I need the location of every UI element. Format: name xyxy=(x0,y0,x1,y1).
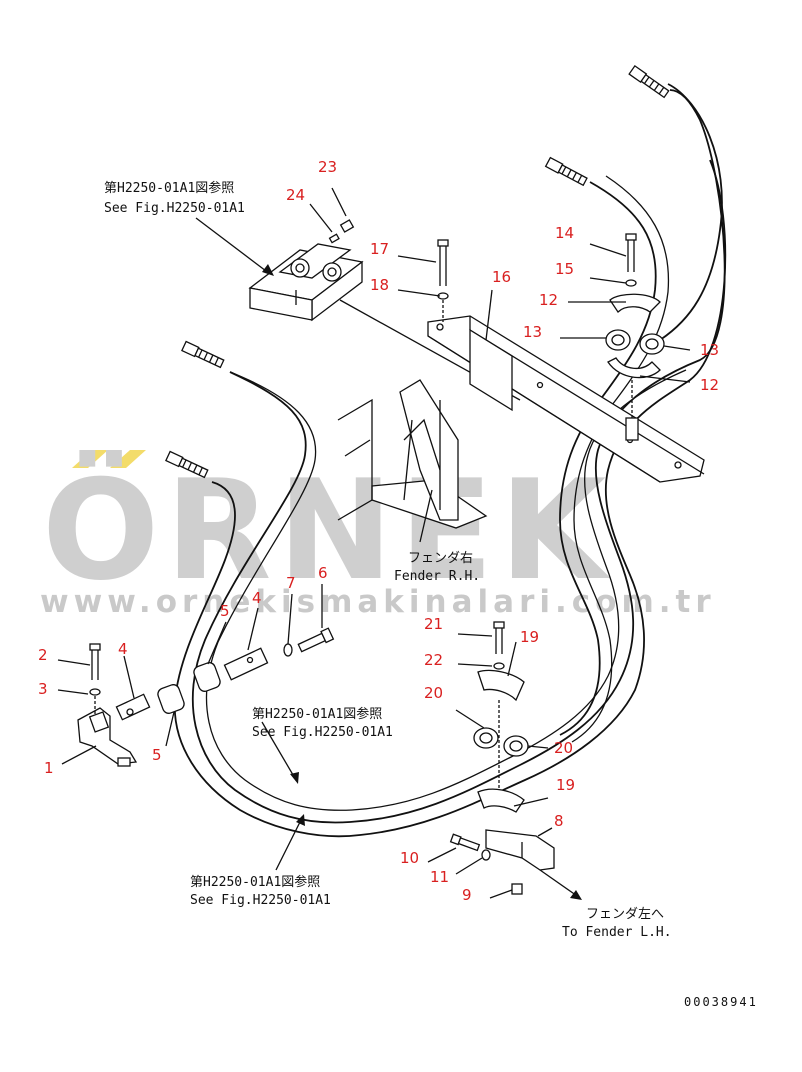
lower-clamp-assembly xyxy=(449,621,582,900)
part-number-labels: 23 24 17 18 14 15 12 16 13 13 12 2 4 3 1… xyxy=(38,158,719,904)
fender-rh-jp: フェンダ右 xyxy=(408,551,473,566)
ref-bottom-jp: 第H2250-01A1図参照 xyxy=(190,874,320,890)
part-label-12-lower: 12 xyxy=(700,376,719,394)
fender-rh-en: Fender R.H. xyxy=(394,569,480,584)
part-label-17: 17 xyxy=(370,240,389,258)
main-bracket-bar xyxy=(427,233,705,483)
part-label-14: 14 xyxy=(555,224,574,242)
watermark: ÖRNEK www.ornekismakinalari.com.tr xyxy=(40,450,716,620)
upper-block-bracket xyxy=(248,219,521,401)
part-label-21: 21 xyxy=(424,615,443,633)
drawing-id: 00038941 xyxy=(684,995,758,1009)
part-label-20-left: 20 xyxy=(424,684,443,702)
part-label-16: 16 xyxy=(492,268,511,286)
part-label-3: 3 xyxy=(38,680,48,698)
reference-notes: 第H2250-01A1図参照 See Fig.H2250-01A1 第H2250… xyxy=(104,180,672,940)
part-label-13-left: 13 xyxy=(523,323,542,341)
hose-lines xyxy=(173,83,727,838)
part-label-10: 10 xyxy=(400,849,419,867)
hose-fittings xyxy=(165,64,670,479)
part-label-18: 18 xyxy=(370,276,389,294)
part-label-4-right: 4 xyxy=(252,589,262,607)
watermark-url: www.ornekismakinalari.com.tr xyxy=(40,584,716,620)
part-label-13-right: 13 xyxy=(700,341,719,359)
part-label-15: 15 xyxy=(555,260,574,278)
part-label-22: 22 xyxy=(424,651,443,669)
part-label-2: 2 xyxy=(38,646,48,664)
watermark-accent-right xyxy=(110,450,146,468)
part-label-5-upper: 5 xyxy=(220,602,230,620)
part-label-11: 11 xyxy=(430,868,449,886)
part-label-19-lower: 19 xyxy=(556,776,575,794)
part-label-9: 9 xyxy=(462,886,472,904)
part-label-12-upper: 12 xyxy=(539,291,558,309)
part-label-19-upper: 19 xyxy=(520,628,539,646)
part-label-24: 24 xyxy=(286,186,305,204)
part-label-20-right: 20 xyxy=(554,739,573,757)
watermark-brand: ÖRNEK xyxy=(42,450,612,611)
ref-middle-en: See Fig.H2250-01A1 xyxy=(252,725,393,740)
part-label-8: 8 xyxy=(554,812,564,830)
fender-lh-en: To Fender L.H. xyxy=(562,925,672,940)
part-label-5-lower: 5 xyxy=(152,746,162,764)
ref-middle-jp: 第H2250-01A1図参照 xyxy=(252,706,382,722)
part-label-23: 23 xyxy=(318,158,337,176)
part-label-6: 6 xyxy=(318,564,328,582)
ref-top-jp: 第H2250-01A1図参照 xyxy=(104,180,234,196)
leader-lines xyxy=(57,187,691,899)
part-label-1: 1 xyxy=(44,759,54,777)
ref-top-en: See Fig.H2250-01A1 xyxy=(104,201,245,216)
ref-bottom-en: See Fig.H2250-01A1 xyxy=(190,893,331,908)
left-bracket xyxy=(77,627,335,767)
part-label-4-left: 4 xyxy=(118,640,128,658)
fender-lh-jp: フェンダ左へ xyxy=(586,907,664,922)
watermark-accent-left xyxy=(72,450,108,468)
part-label-7: 7 xyxy=(286,574,296,592)
